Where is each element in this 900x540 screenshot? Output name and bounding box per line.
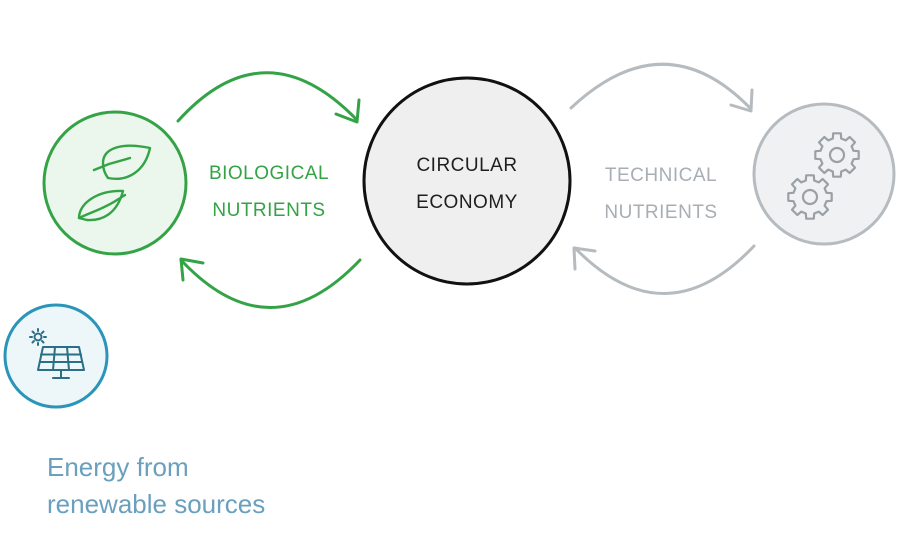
circular-economy-circle [362, 76, 572, 286]
leaves-icon [77, 144, 152, 222]
gear-small-icon [787, 174, 833, 220]
solar-panel-icon [29, 328, 85, 379]
technical-cycle-arrows [569, 62, 756, 295]
biological-nutrients-label: BIOLOGICAL NUTRIENTS [184, 155, 354, 229]
tech-arrowhead-top [729, 88, 754, 113]
technical-node [752, 102, 896, 246]
tech-arrowhead-bottom [572, 246, 597, 271]
energy-label-line1: Energy from [47, 452, 189, 482]
gears-icon [787, 132, 860, 220]
energy-label: Energy from renewable sources [47, 449, 265, 523]
bio-arrow-top [176, 71, 359, 123]
bio-arrow-bottom [179, 258, 362, 309]
energy-label-line2: renewable sources [47, 489, 266, 519]
technical-label-line1: TECHNICAL [604, 165, 718, 186]
biological-cycle-arrows [176, 71, 362, 309]
biological-label-line1: BIOLOGICAL [208, 163, 330, 184]
circular-economy-node [362, 76, 572, 286]
biological-label-line2: NUTRIENTS [212, 200, 326, 221]
gear-large-icon [814, 132, 860, 178]
center-label-line2: ECONOMY [416, 192, 518, 213]
energy-node [3, 303, 109, 409]
tech-arrow-top [569, 62, 753, 111]
technical-label-line2: NUTRIENTS [604, 202, 718, 223]
center-label-line1: CIRCULAR [416, 155, 518, 176]
tech-arrow-bottom [573, 244, 756, 295]
biological-node [42, 110, 188, 256]
bio-arrowhead-top [334, 98, 361, 124]
circular-economy-label: CIRCULAR ECONOMY [382, 147, 552, 221]
bio-arrowhead-bottom [179, 257, 205, 282]
energy-circle [3, 303, 109, 409]
biological-circle [42, 110, 188, 256]
technical-nutrients-label: TECHNICAL NUTRIENTS [576, 157, 746, 231]
